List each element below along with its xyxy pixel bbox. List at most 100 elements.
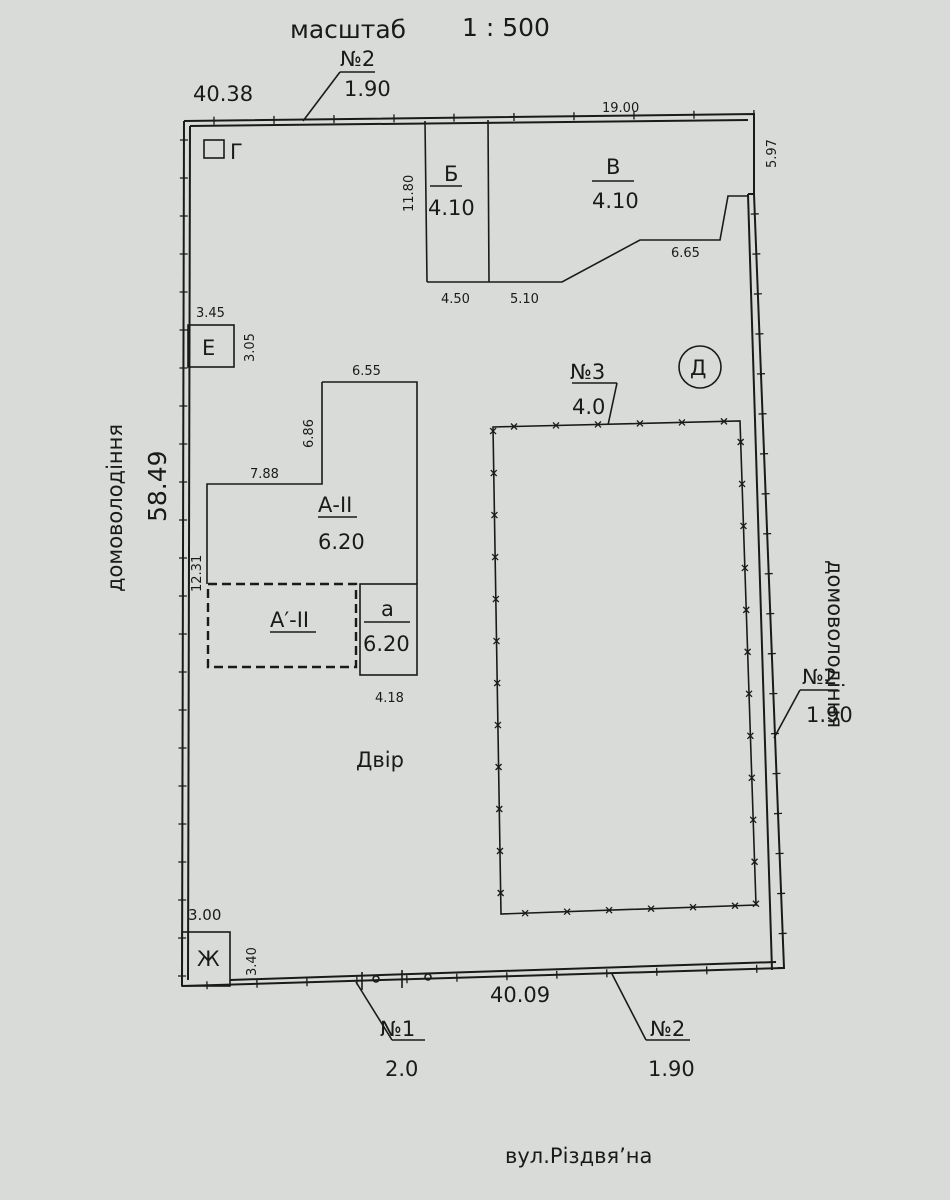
inner-fence-number: №3 bbox=[570, 360, 605, 384]
yard-label: Двір bbox=[356, 748, 404, 772]
building-b-dim-bottom: 4.50 bbox=[441, 292, 470, 307]
street-label: вул.Різдвя’на bbox=[505, 1144, 652, 1168]
bottom-fence-number: №2 bbox=[650, 1017, 685, 1041]
bottom-fence-label: №2 1.90 bbox=[611, 973, 695, 1081]
top-right-length: 19.00 bbox=[602, 101, 639, 116]
building-e: Е 3.45 3.05 bbox=[187, 306, 258, 368]
right-top-offset: 5.97 bbox=[765, 139, 780, 168]
building-d: Д bbox=[678, 345, 722, 389]
building-a-dim-left-lower: 12.31 bbox=[190, 555, 205, 592]
right-neighbor-label: домоволодіння bbox=[823, 560, 847, 728]
fence-tick bbox=[720, 417, 728, 425]
building-zh-dim-right: 3.40 bbox=[245, 947, 260, 976]
scale-value: 1 : 500 bbox=[462, 13, 550, 42]
gate-number: №1 bbox=[380, 1017, 415, 1041]
fence-tick bbox=[731, 902, 739, 910]
inner-fence-height: 4.0 bbox=[572, 395, 605, 419]
fence-tick bbox=[495, 763, 503, 771]
boundary-ticks bbox=[178, 109, 787, 990]
building-b-letter: Б bbox=[444, 162, 458, 186]
fence-tick bbox=[678, 418, 686, 426]
fence-tick bbox=[491, 553, 499, 561]
building-a-prime-letter: А′-ІІ bbox=[270, 608, 309, 632]
fence-tick bbox=[552, 422, 560, 429]
right-fence-label: №2 1.90 bbox=[773, 665, 853, 739]
building-e-letter: Е bbox=[202, 336, 215, 360]
building-b-height: 4.10 bbox=[428, 196, 475, 220]
fence-tick bbox=[738, 480, 746, 488]
building-a-letter: А-ІІ bbox=[318, 493, 352, 517]
building-g: Г bbox=[203, 139, 243, 164]
fence-tick bbox=[605, 906, 613, 914]
left-length: 58.49 bbox=[143, 450, 172, 522]
fence-tick bbox=[510, 423, 518, 430]
fence-tick bbox=[745, 690, 753, 698]
fence-tick bbox=[495, 805, 503, 813]
building-a-small-dim-bottom: 4.18 bbox=[375, 691, 404, 706]
fence-tick bbox=[742, 606, 750, 614]
fence-tick bbox=[563, 908, 571, 916]
building-g-letter: Г bbox=[230, 140, 243, 164]
building-v-letter: В bbox=[606, 155, 620, 179]
top-fence-height: 1.90 bbox=[344, 77, 391, 101]
top-fence-label: №2 1.90 bbox=[302, 47, 391, 122]
building-b-dim-left: 11.80 bbox=[402, 175, 417, 212]
gate: №1 2.0 bbox=[355, 970, 432, 1081]
fence-tick bbox=[594, 420, 602, 428]
building-v-dim-inner: 6.65 bbox=[671, 246, 700, 261]
fence-tick bbox=[689, 903, 697, 911]
fence-tick bbox=[751, 858, 759, 866]
building-e-dim-right: 3.05 bbox=[243, 333, 258, 362]
building-a-small-height: 6.20 bbox=[363, 632, 410, 656]
building-a-dim-left-upper: 6.86 bbox=[302, 419, 317, 448]
right-fence-height: 1.90 bbox=[806, 703, 853, 727]
fence-tick bbox=[493, 637, 500, 645]
bottom-fence-height: 1.90 bbox=[648, 1057, 695, 1081]
top-fence-number: №2 bbox=[340, 47, 375, 71]
fence-tick bbox=[749, 816, 757, 824]
right-fence-number: №2 bbox=[802, 665, 837, 689]
fence-tick bbox=[740, 522, 747, 530]
building-a-small: а 6.20 4.18 bbox=[359, 583, 418, 706]
building-zh-dim-top: 3.00 bbox=[188, 906, 221, 924]
building-a-dim-middle: 7.88 bbox=[250, 467, 279, 482]
fence-tick bbox=[490, 511, 498, 519]
inner-fence: №3 4.0 bbox=[489, 360, 760, 917]
fence-tick bbox=[492, 595, 500, 603]
gate-height: 2.0 bbox=[385, 1057, 418, 1081]
building-e-dim-top: 3.45 bbox=[196, 306, 225, 321]
fence-tick bbox=[521, 909, 529, 917]
top-length: 40.38 bbox=[193, 82, 253, 106]
fence-tick bbox=[744, 648, 752, 656]
fence-tick bbox=[494, 721, 502, 729]
site-boundary bbox=[181, 112, 786, 987]
fence-tick bbox=[489, 427, 497, 435]
building-v-height: 4.10 bbox=[592, 189, 639, 213]
fence-tick bbox=[647, 905, 655, 913]
fence-tick bbox=[636, 419, 644, 427]
left-neighbor-label: домоволодіння bbox=[103, 424, 127, 592]
fence-tick bbox=[737, 438, 745, 446]
building-a: А-ІІ 6.20 6.55 6.86 7.88 12.31 bbox=[190, 364, 418, 592]
building-d-letter: Д bbox=[690, 356, 706, 380]
fence-tick bbox=[490, 469, 498, 477]
inner-fence-ticks bbox=[489, 417, 760, 917]
building-v: В 4.10 5.10 6.65 bbox=[489, 155, 748, 307]
building-a-height: 6.20 bbox=[318, 530, 365, 554]
building-v-dim-bottom: 5.10 bbox=[510, 292, 539, 307]
fence-tick bbox=[748, 774, 756, 782]
building-a-dim-top: 6.55 bbox=[352, 364, 381, 379]
fence-tick bbox=[752, 900, 760, 908]
fence-tick bbox=[493, 679, 501, 687]
scale-label: масштаб bbox=[290, 15, 406, 44]
building-b: Б 4.10 11.80 4.50 bbox=[402, 119, 490, 307]
building-a-prime: А′-ІІ bbox=[206, 582, 358, 669]
fence-tick bbox=[497, 889, 505, 897]
bottom-length: 40.09 bbox=[490, 983, 550, 1007]
fence-tick bbox=[746, 732, 754, 740]
fence-tick bbox=[741, 564, 749, 572]
building-a-small-letter: а bbox=[381, 597, 394, 621]
building-zh-letter: Ж bbox=[197, 947, 220, 971]
fence-tick bbox=[496, 847, 504, 855]
